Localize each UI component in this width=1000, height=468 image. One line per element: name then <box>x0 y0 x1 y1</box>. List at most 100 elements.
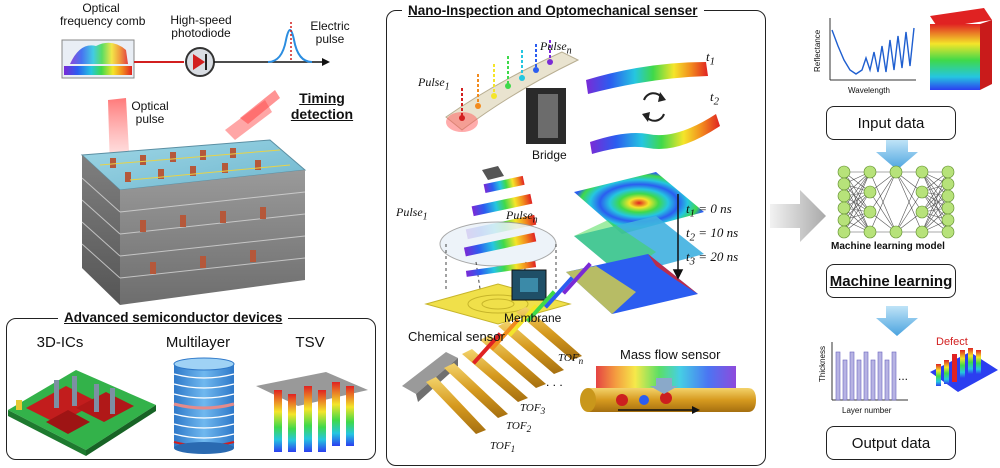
flow-arrow-icon <box>770 190 826 242</box>
tsv-icon <box>256 372 368 452</box>
device-3dic-label: 3D-ICs <box>36 334 84 351</box>
photodiode-icon <box>185 47 215 77</box>
nn-edge <box>843 191 871 221</box>
advanced-devices-title: Advanced semiconductor devices <box>58 310 289 325</box>
nano-inspection-title: Nano-Inspection and Optomechanical sense… <box>402 3 704 18</box>
chemical-sensor-label: Chemical sensor <box>408 329 505 344</box>
nn-edge <box>921 191 949 221</box>
thickness-label: Thickness <box>818 345 827 382</box>
nn-node <box>837 177 851 191</box>
timing-diagram <box>61 22 330 305</box>
nn-edge <box>921 171 949 213</box>
ellipsis-label: ... <box>898 369 909 383</box>
nn-edge <box>843 171 871 213</box>
nn-edge <box>921 183 949 213</box>
nn-edge <box>843 191 871 233</box>
neural-network-icon <box>837 165 955 239</box>
nn-node <box>863 185 877 199</box>
electric-pulse-icon <box>267 22 313 63</box>
tof-dots: . . . <box>546 375 563 389</box>
reflectance-chart-icon <box>829 18 916 81</box>
stacked-chip-icon <box>80 139 307 305</box>
nn-node <box>941 177 955 191</box>
nn-node <box>889 225 903 239</box>
nn-node <box>837 213 851 227</box>
photodiode-label: High-speed photodiode <box>170 13 232 40</box>
nn-node <box>915 225 929 239</box>
nn-node <box>863 205 877 219</box>
nn-node <box>863 225 877 239</box>
time-label-1: t1 = 0 ns <box>686 201 732 220</box>
t1-label: t1 <box>706 49 716 68</box>
bridge-label: Bridge <box>532 148 567 162</box>
wavelength-label: Wavelength <box>848 86 890 95</box>
ripple-plots-icon <box>566 172 704 314</box>
reflectance-label: Reflectance <box>813 29 822 72</box>
nn-edge <box>895 171 923 213</box>
nn-edge <box>921 195 949 233</box>
nn-node <box>837 165 851 179</box>
device-tsv-label: TSV <box>295 334 325 351</box>
nano-illustrations: . . . <box>402 40 756 434</box>
pulse-n-label-mid: Pulsen <box>506 208 538 226</box>
nn-node <box>889 165 903 179</box>
nn-edge <box>869 171 897 213</box>
nn-node <box>941 165 955 179</box>
cycle-arrows-icon <box>642 92 666 122</box>
chemical-sensor-icon <box>402 262 592 434</box>
defect-label: Defect <box>936 336 968 348</box>
ml-model-label: Machine learning model <box>831 241 945 252</box>
electric-pulse-label: Electric pulse <box>310 19 350 46</box>
pulse-1-label-mid: Pulse1 <box>396 205 428 223</box>
down-arrow-2-icon <box>876 306 918 336</box>
bridge-beam-icon <box>445 40 580 132</box>
pulse-1-label-top: Pulse1 <box>418 75 450 93</box>
nn-edge <box>895 191 923 233</box>
tof-2-label: TOF2 <box>506 420 532 435</box>
time-label-3: t3 = 20 ns <box>686 249 739 268</box>
nn-edge <box>843 183 871 213</box>
time-label-2: t2 = 10 ns <box>686 225 739 244</box>
frequency-comb-icon <box>61 39 135 79</box>
nn-edge <box>895 171 923 233</box>
nn-edge <box>843 171 871 209</box>
defect-heatmap-icon <box>930 348 998 392</box>
nn-edge <box>921 191 949 233</box>
pulse-n-label-top: Pulsen <box>540 39 572 57</box>
multilayer-icon <box>173 357 235 454</box>
nn-node <box>837 189 851 203</box>
output-data-box: Output data <box>826 426 956 460</box>
tof-n-label: TOFn <box>558 352 584 367</box>
layer-number-label: Layer number <box>842 406 892 415</box>
input-data-box: Input data <box>826 106 956 140</box>
device-multilayer-label: Multilayer <box>165 334 231 351</box>
mass-flow-sensor-icon <box>580 366 756 414</box>
nn-node <box>837 201 851 215</box>
nn-node <box>915 205 929 219</box>
down-arrow-1-icon <box>876 140 918 170</box>
t2-label: t2 <box>710 89 720 108</box>
input-heatmap-icon <box>930 8 992 90</box>
tof-1-label: TOF1 <box>490 440 516 455</box>
comb-label-text: Optical frequency comb <box>60 1 146 28</box>
nn-edge <box>869 171 897 233</box>
nn-node <box>941 225 955 239</box>
nn-node <box>941 189 955 203</box>
ml-illustrations <box>829 8 998 401</box>
timing-detection-label: Timing detection <box>290 90 354 122</box>
mass-flow-sensor-label: Mass flow sensor <box>620 347 721 362</box>
nn-node <box>915 165 929 179</box>
membrane-label: Membrane <box>504 311 562 325</box>
beam-t2-icon <box>590 114 720 154</box>
device-illustrations <box>8 357 368 456</box>
nn-node <box>941 201 955 215</box>
nn-node <box>915 185 929 199</box>
nn-node <box>941 213 955 227</box>
beam-t1-icon <box>586 62 708 94</box>
optical-pulse-label: Optical pulse <box>131 99 169 126</box>
nn-node <box>837 225 851 239</box>
3dic-icon <box>8 370 156 456</box>
machine-learning-box: Machine learning <box>826 264 956 298</box>
thickness-chart-icon <box>831 342 908 401</box>
nn-edge <box>869 191 897 233</box>
